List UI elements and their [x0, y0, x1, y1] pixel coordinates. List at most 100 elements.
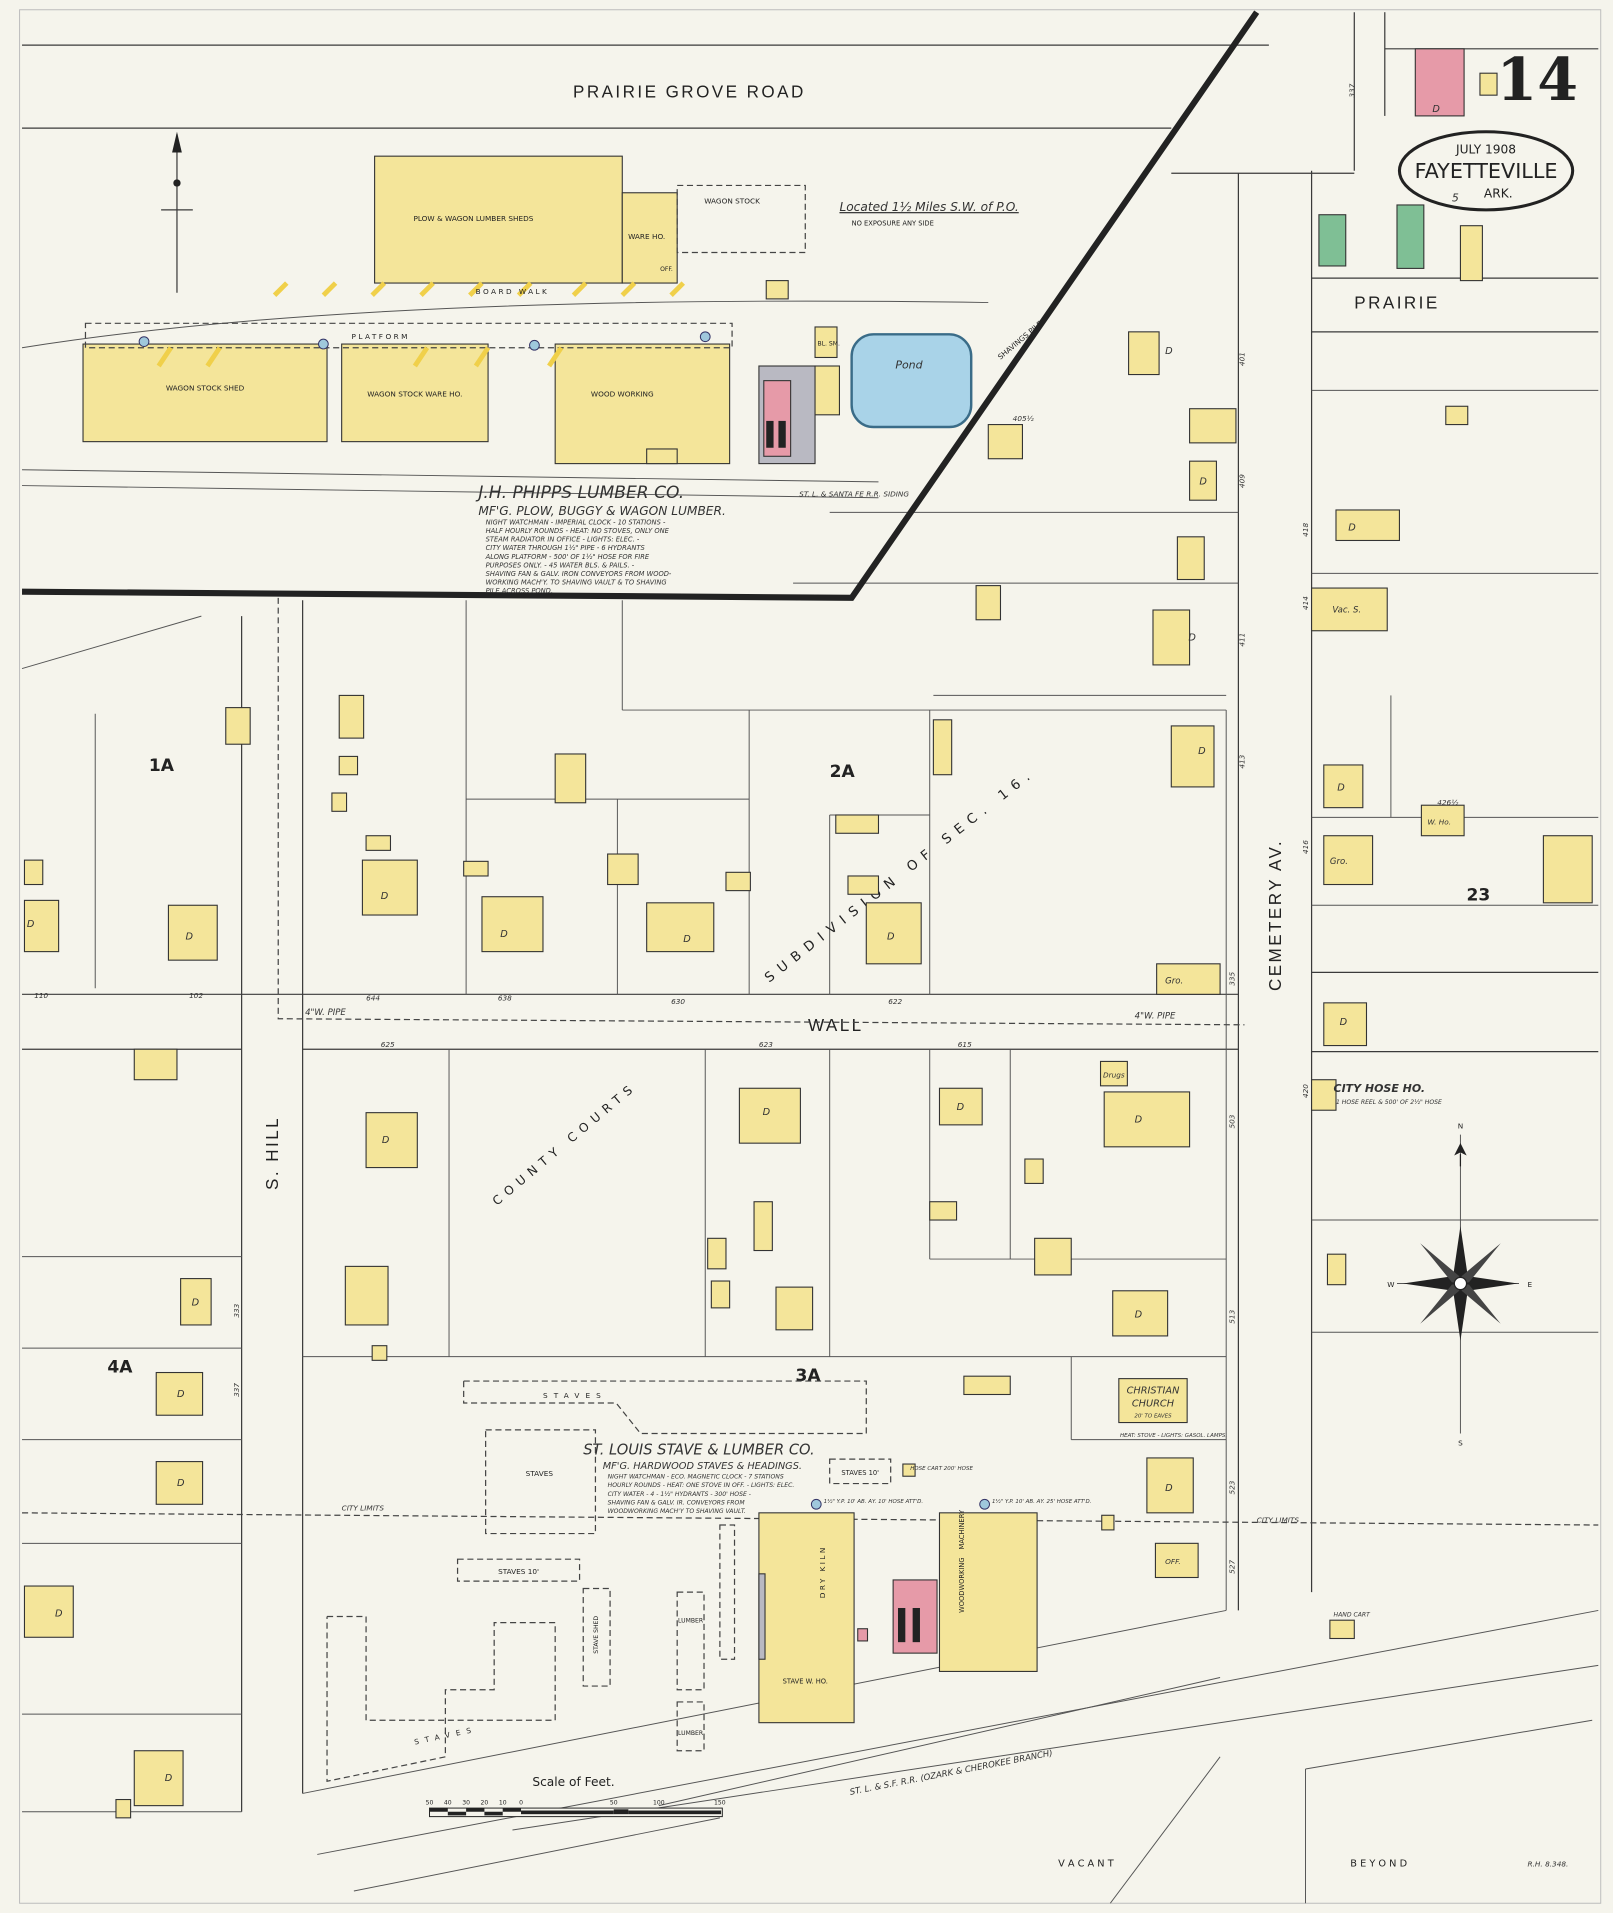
scale-ticks: 50 40 30 20 10 0 50 100 150 — [426, 1799, 726, 1806]
vacant-label: V A C A N T — [1058, 1859, 1114, 1870]
stlouis-note: WOODWORKING MACH'Y TO SHAVING VAULT. — [608, 1508, 746, 1515]
staves-label: STAVES — [543, 1391, 607, 1400]
grocery-label: Gro. — [1330, 857, 1348, 867]
phipps-note: PURPOSES ONLY. - 45 WATER BLS. & PAILS. … — [486, 561, 635, 569]
machinery-building — [938, 1512, 1038, 1672]
compass-w: W — [1387, 1280, 1394, 1289]
compass-e: E — [1528, 1280, 1533, 1289]
hydrant-1-label: 1½" Y.P. 10' AB. AY. 10' HOSE ATT'D. — [824, 1498, 924, 1505]
block-4a: 4A — [107, 1358, 133, 1378]
ware-label: WARE HO. — [628, 232, 665, 241]
scale-title: Scale of Feet. — [532, 1775, 614, 1789]
house-number: 420 — [1301, 1084, 1310, 1098]
sheet-city: FAYETTEVILLE — [1415, 159, 1558, 183]
scale-tick: 0 — [519, 1799, 523, 1806]
phipps-note: ALONG PLATFORM - 500' OF 1½" HOSE FOR FI… — [485, 553, 650, 561]
house-number: 623 — [759, 1040, 773, 1049]
house-number: 513 — [1228, 1309, 1237, 1323]
platform-label: PLATFORM — [351, 332, 409, 341]
stone-building — [1396, 204, 1425, 269]
house-number: 337 — [232, 1383, 241, 1397]
house-number: 426½ — [1437, 798, 1458, 807]
dwelling-label: D — [177, 1478, 185, 1489]
phipps-note: NIGHT WATCHMAN - IMPERIAL CLOCK - 10 STA… — [486, 519, 666, 527]
church-name-2: CHURCH — [1132, 1399, 1175, 1410]
scale-bar — [429, 1807, 723, 1818]
house-number: 644 — [366, 993, 380, 1002]
dwelling-label: D — [382, 1135, 390, 1146]
staves-label-2: STAVES — [526, 1469, 554, 1478]
block-1a: 1A — [149, 756, 175, 776]
railroad-tracks — [21, 300, 1599, 1904]
siding-label: ST. L. & SANTA FE R.R. SIDING — [799, 490, 909, 499]
dwelling-label: D — [55, 1609, 63, 1620]
dwellings — [23, 48, 1593, 1819]
dwelling-label: D — [1188, 633, 1196, 644]
phipps-note: WORKING MACH'Y. TO SHAVING VAULT & TO SH… — [486, 578, 667, 586]
phipps-note: PILE ACROSS POND. — [486, 587, 553, 595]
hose-house-name: CITY HOSE HO. — [1334, 1082, 1426, 1095]
dwelling-label: D — [186, 931, 194, 942]
street-prairie: PRAIRIE — [1354, 294, 1439, 313]
water-pipe-wall: 4"W. PIPE — [305, 1008, 346, 1018]
exposure-note: NO EXPOSURE ANY SIDE — [852, 220, 934, 228]
dwelling-label: D — [1135, 1114, 1143, 1125]
dwelling-label: D — [500, 929, 508, 940]
house-number: 333 — [232, 1303, 241, 1317]
stlouis-note: HOURLY ROUNDS - HEAT: ONE STOVE IN OFF. … — [608, 1482, 795, 1489]
dwelling-label: D — [27, 919, 35, 930]
compass-rose-icon — [1396, 1134, 1519, 1434]
house-number: 527 — [1228, 1560, 1237, 1574]
stlouis-note: CITY WATER - 4 - 1½" HYDRANTS - 300' HOS… — [608, 1490, 751, 1498]
house-number: 337 — [1347, 83, 1356, 97]
woodworking-label: WOODWORKING — [958, 1557, 966, 1612]
wagon-stock-shed — [82, 343, 328, 443]
staves-10-label: STAVES 10' — [498, 1567, 539, 1576]
dwelling-label: D — [1340, 1017, 1348, 1028]
grocery-label-2: Gro. — [1165, 976, 1183, 986]
hydrant-2-label: 1½" Y.P. 10' AB. AY. 25' HOSE ATT'D. — [992, 1498, 1092, 1505]
wagon-stock-shed-label: WAGON STOCK SHED — [166, 383, 245, 392]
street-lines — [21, 12, 1599, 1813]
scale-tick: 50 — [426, 1799, 434, 1806]
house-number: 503 — [1228, 1114, 1237, 1128]
stlouis-name: ST. LOUIS STAVE & LUMBER CO. — [583, 1441, 814, 1458]
phipps-note: STEAM RADIATOR IN OFFICE - LIGHTS: ELEC.… — [486, 536, 640, 544]
off-label: OFF. — [660, 266, 673, 273]
sheet-ref: 5 — [1452, 191, 1459, 204]
dwelling-label: D — [1199, 476, 1207, 487]
house-number: 638 — [498, 993, 512, 1002]
house-number: 416 — [1301, 840, 1310, 854]
dwelling-label: D — [1165, 346, 1173, 357]
wood-working-label: WOOD WORKING — [591, 390, 654, 399]
phipps-note: SHAVING FAN & GALV. IRON CONVEYORS FROM … — [486, 570, 672, 578]
house-number: 411 — [1237, 633, 1246, 647]
dwelling-label: D — [1348, 523, 1356, 534]
north-arrow-icon — [161, 131, 193, 293]
hose-house-notes: 1 HOSE REEL & 500' OF 2½" HOSE — [1336, 1098, 1442, 1106]
block-numbers: 1A 2A 3A 4A 23 — [107, 756, 1490, 1386]
block-2a: 2A — [830, 762, 856, 782]
drugs-label: Drugs — [1103, 1070, 1125, 1079]
church-eaves: 20' TO EAVES — [1134, 1414, 1172, 1420]
scale-tick: 20 — [481, 1799, 489, 1806]
water-pipe-east: 4"W. PIPE — [1135, 1012, 1176, 1022]
sheet-date: JULY 1908 — [1455, 143, 1516, 157]
street-cemetery-av: CEMETERY AV. — [1266, 839, 1285, 991]
christian-church — [1118, 1378, 1188, 1424]
house-number: 110 — [34, 991, 48, 1000]
stave-shed-label: STAVE SHED — [593, 1616, 600, 1654]
compass-n: N — [1458, 1122, 1463, 1131]
lumber-label-2: LUMBER — [678, 1730, 704, 1737]
dwelling-label: D — [1337, 783, 1345, 794]
sheet-state: ARK. — [1484, 187, 1513, 201]
phipps-note: CITY WATER THROUGH 1½" PIPE - 6 HYDRANTS — [486, 544, 646, 552]
scale-tick: 40 — [444, 1799, 452, 1806]
house-number: 401 — [1237, 352, 1246, 366]
phipps-name: J.H. PHIPPS LUMBER CO. — [475, 483, 684, 503]
vacant-store-label: Vac. S. — [1332, 605, 1361, 615]
house-number: 413 — [1237, 754, 1246, 768]
phipps-note: HALF HOURLY ROUNDS - HEAT: NO STOVES, ON… — [486, 527, 670, 535]
church-notes: HEAT: STOVE - LIGHTS: GASOL. LAMPS. — [1120, 1433, 1227, 1439]
